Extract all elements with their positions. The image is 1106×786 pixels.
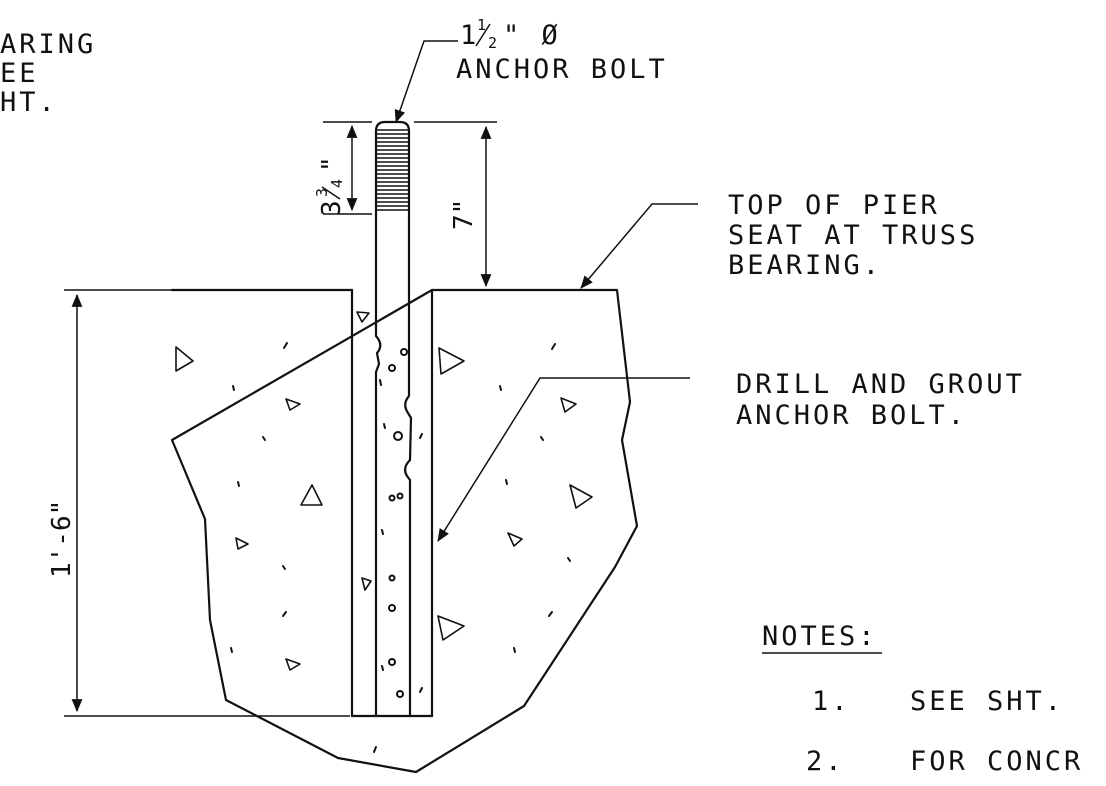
drill-grout-line-2: ANCHOR BOLT. — [736, 400, 967, 431]
concrete-aggregate — [175, 311, 593, 671]
bearing-label-line-2: EE — [0, 58, 39, 89]
bolt-size-frac-num: 1 — [477, 16, 486, 34]
drilled-hole — [350, 288, 434, 718]
note-2-number: 2. — [806, 746, 845, 777]
drill-and-grout-label: DRILL AND GROUT ANCHOR BOLT. — [736, 369, 1025, 431]
note-1-number: 1. — [812, 686, 851, 717]
bearing-label-line-3: HT. — [0, 87, 58, 118]
bolt-size-frac-den: 2 — [488, 34, 497, 52]
top-of-pier-line-2: SEAT AT TRUSS — [728, 220, 978, 251]
projection-dimension: 7" — [414, 121, 497, 288]
notes-block: NOTES: 1. SEE SHT. 2. FOR CONCR — [762, 621, 1083, 777]
bearing-see-sht-label: ARING EE HT. — [0, 29, 96, 118]
thread-length-dimension: 3 3 4 " — [313, 121, 372, 216]
bearing-label-line-1: ARING — [0, 29, 96, 60]
leader-lines — [394, 40, 698, 542]
anchor-bolt-label: ANCHOR BOLT — [456, 54, 668, 85]
bolt-size-suffix: " Ø — [503, 20, 561, 51]
pier-concrete — [170, 288, 639, 774]
anchor-bolt — [374, 120, 413, 718]
projection-dimension-label: 7" — [449, 199, 479, 230]
bolt-threads — [377, 129, 408, 211]
embedment-dimension: 1'-6" — [47, 289, 350, 717]
top-of-pier-label: TOP OF PIER SEAT AT TRUSS BEARING. — [728, 190, 978, 281]
bolt-size-whole: 1 — [460, 20, 479, 51]
thread-length-frac-den: 4 — [328, 179, 346, 188]
note-1-text: SEE SHT. — [910, 686, 1064, 717]
drill-grout-line-1: DRILL AND GROUT — [736, 369, 1025, 400]
thread-length-frac-num: 3 — [313, 188, 331, 197]
notes-heading: NOTES: — [762, 621, 878, 652]
thread-length-whole: 3 — [317, 200, 347, 216]
bolt-size-label: 1 1 2 " Ø ANCHOR BOLT — [456, 16, 668, 85]
embedment-dimension-label: 1'-6" — [47, 500, 77, 578]
thread-length-inch: " — [317, 156, 347, 172]
top-of-pier-line-3: BEARING. — [728, 250, 882, 281]
concrete-speckles — [230, 342, 571, 753]
note-2-text: FOR CONCR — [910, 746, 1083, 777]
grout-aggregate — [388, 348, 408, 698]
top-of-pier-line-1: TOP OF PIER — [728, 190, 940, 221]
